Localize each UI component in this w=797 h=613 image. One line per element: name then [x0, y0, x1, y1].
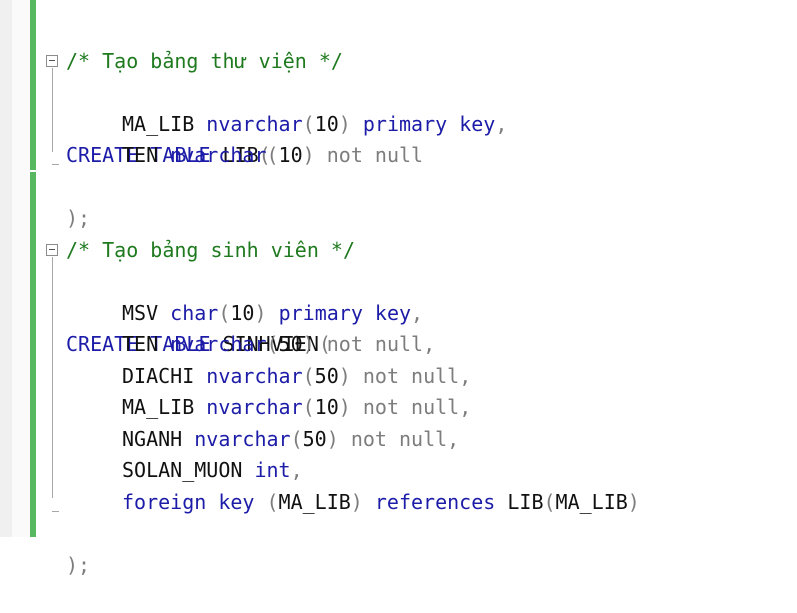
comment-text: /* Tạo bảng thư viện */ — [66, 48, 343, 73]
code-line: MSV char(10) primary key, — [122, 300, 424, 325]
fold-guide — [52, 67, 53, 152]
table-name: SINHVIEN — [222, 332, 319, 356]
code-line: SOLAN_MUON int, — [122, 458, 303, 482]
code-line: MA_LIB nvarchar(10) primary key, — [122, 111, 508, 136]
code-line: foreign key (MA_LIB) references LIB(MA_L… — [122, 489, 640, 514]
collapse-icon[interactable] — [46, 243, 58, 256]
change-indicator-block2 — [30, 172, 36, 537]
editor-left-gutter — [0, 0, 12, 537]
line-margin — [12, 0, 30, 537]
change-indicator-block1 — [30, 0, 36, 170]
fold-end-guide — [52, 510, 59, 512]
code-line: DIACHI nvarchar(50) not null, — [122, 363, 472, 388]
blank-line — [44, 172, 797, 204]
sql-editor[interactable]: /* Tạo bảng thư viện */ CREATE TABLE LIB… — [44, 14, 797, 577]
code-line: CREATE TABLE LIB( — [44, 46, 797, 167]
keyword: CREATE TABLE — [66, 143, 211, 167]
code-line: MA_LIB nvarchar(10) not null, — [122, 395, 472, 419]
collapse-icon[interactable] — [46, 54, 58, 67]
code-line: /* Tạo bảng thư viện */ — [44, 14, 797, 73]
fold-guide — [52, 256, 53, 498]
code-line: ); — [44, 487, 797, 577]
code-line: CREATE TABLE SINHVIEN( — [44, 235, 797, 498]
code-line: TEN nvarchar(10) not null — [122, 143, 424, 167]
fold-end-guide — [52, 164, 59, 165]
comment-text: /* Tạo bảng sinh viên */ — [66, 237, 355, 262]
code-line: ); — [44, 140, 797, 230]
code-line: /* Tạo bảng sinh viên */ — [44, 203, 797, 262]
code-line: NGANH nvarchar(50) not null, — [122, 426, 460, 451]
code-line: TEN nvarchar(50) not null, — [122, 332, 436, 356]
table-name: LIB — [222, 143, 259, 167]
